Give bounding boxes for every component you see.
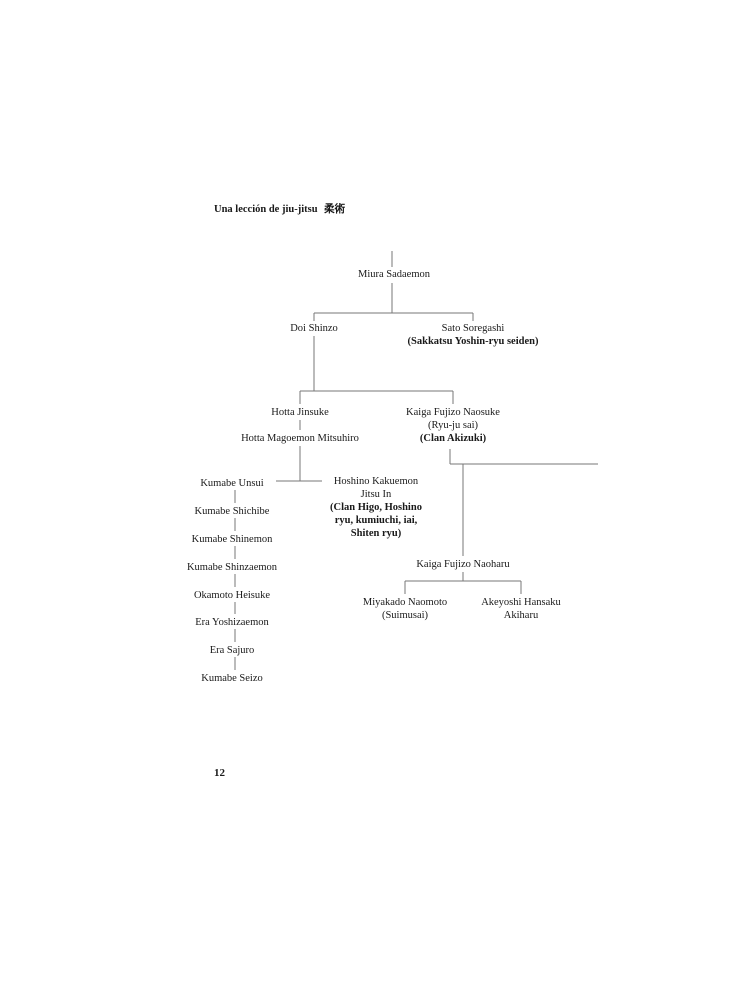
node-kaiga-naosuke: Kaiga Fujizo Naosuke <box>406 407 500 418</box>
node-hoshino-styles: ryu, kumiuchi, iai, <box>334 515 418 526</box>
node-miura-sadaemon: Miura Sadaemon <box>357 269 431 280</box>
node-miyakado-suimusai: (Suimusai) <box>381 610 429 621</box>
node-hoshino-clan: (Clan Higo, Hoshino <box>330 502 422 513</box>
running-header: Una lección de jiu-jitsu 柔術 <box>214 201 345 216</box>
node-doi-shinzo: Doi Shinzo <box>290 323 338 334</box>
node-sato-note: (Sakkatsu Yoshin-ryu seiden) <box>407 336 539 347</box>
node-kumabe-shinzaemon: Kumabe Shinzaemon <box>186 562 278 573</box>
node-okamoto-heisuke: Okamoto Heisuke <box>193 590 271 601</box>
node-era-yoshizaemon: Era Yoshizaemon <box>195 617 269 628</box>
node-kaiga-naosuke-clan: (Clan Akizuki) <box>419 433 487 444</box>
node-hoshino-kakuemon: Hoshino Kakuemon <box>333 476 419 487</box>
node-era-sajuro: Era Sajuro <box>209 645 255 656</box>
node-kumabe-seizo: Kumabe Seizo <box>201 673 263 684</box>
node-kumabe-shichibe: Kumabe Shichibe <box>194 506 270 517</box>
node-kaiga-naoharu: Kaiga Fujizo Naoharu <box>416 559 510 570</box>
header-kanji: 柔術 <box>324 204 346 215</box>
node-kumabe-shinemon: Kumabe Shinemon <box>191 534 273 545</box>
node-kaiga-naosuke-sub: (Ryu-ju sai) <box>427 420 479 431</box>
node-akeyoshi-akiharu: Akiharu <box>503 610 539 621</box>
page-number: 12 <box>214 767 225 779</box>
node-kumabe-unsui: Kumabe Unsui <box>200 478 264 489</box>
node-hotta-jinsuke: Hotta Jinsuke <box>271 407 329 418</box>
node-hotta-magoemon: Hotta Magoemon Mitsuhiro <box>241 433 359 444</box>
node-sato-soregashi: Sato Soregashi <box>441 323 505 334</box>
node-hoshino-jitsu-in: Jitsu In <box>360 489 392 500</box>
node-hoshino-shiten: Shiten ryu) <box>350 528 402 539</box>
header-title: Una lección de jiu-jitsu <box>214 204 318 215</box>
node-miyakado-naomoto: Miyakado Naomoto <box>362 597 448 608</box>
node-akeyoshi-hansaku: Akeyoshi Hansaku <box>481 597 561 608</box>
